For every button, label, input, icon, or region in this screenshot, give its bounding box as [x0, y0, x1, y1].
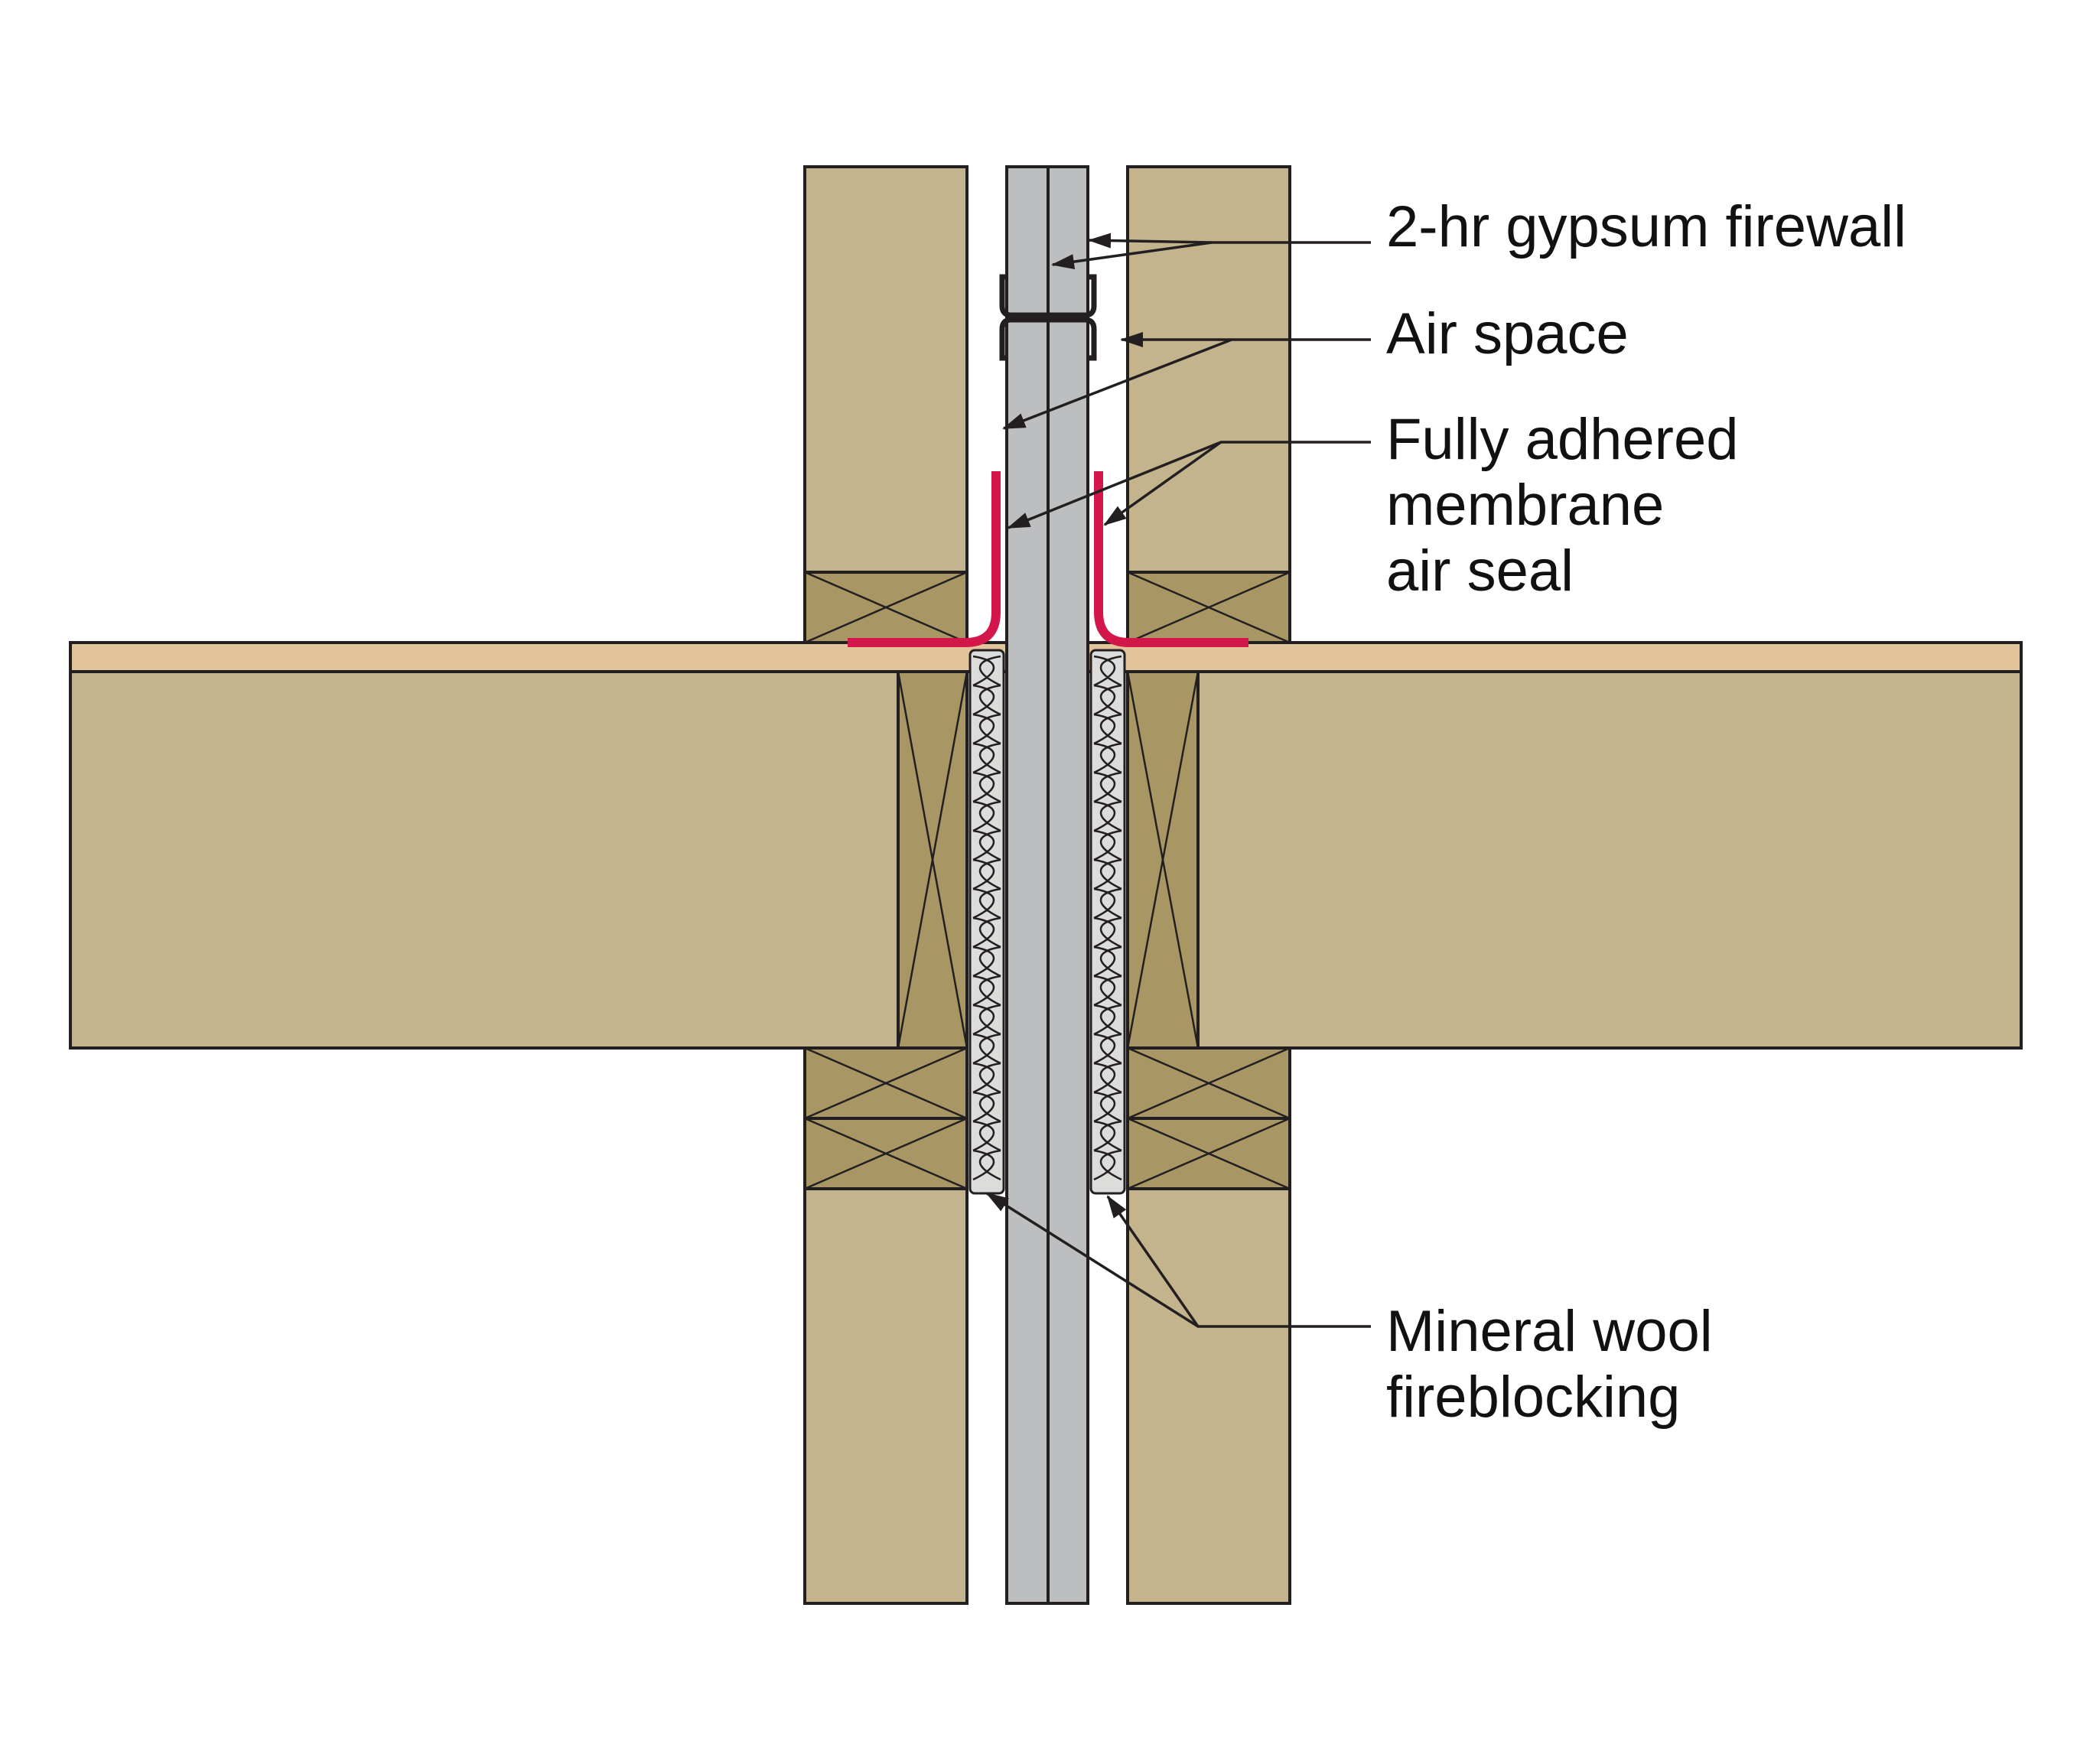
leader-membrane-2 — [1103, 441, 1222, 526]
leader-mineral-wool-2 — [1106, 1195, 1200, 1327]
right-wall-stud-lower — [1126, 1187, 1291, 1605]
left-top-plate — [803, 571, 968, 644]
label-membrane-line1: Fully adhered — [1386, 407, 1739, 472]
callout-labels: 2-hr gypsum firewall Air space Fully adh… — [1386, 194, 1906, 1430]
membrane-right — [1094, 471, 1248, 647]
mineral-wool-fireblocking — [968, 649, 1126, 1195]
label-mineral-wool-line1: Mineral wool — [1386, 1299, 1713, 1364]
left-wall-stud-lower — [803, 1187, 968, 1605]
mineral-wool-right-texture — [1093, 655, 1122, 1181]
membrane-air-seal — [848, 471, 1248, 647]
label-mineral-wool-line2: fireblocking — [1386, 1365, 1680, 1430]
gypsum-panel-right — [1047, 165, 1089, 1605]
floor-joist-left — [69, 670, 900, 1050]
leader-lines — [985, 233, 1371, 1328]
mineral-wool-left-texture — [972, 655, 1001, 1181]
label-membrane-line3: air seal — [1386, 539, 1574, 604]
gypsum-panel-left — [1005, 165, 1050, 1605]
right-bottom-plates — [1126, 1046, 1291, 1190]
right-top-plate — [1126, 571, 1291, 644]
floor-joist-right — [1196, 670, 2023, 1050]
membrane-left — [848, 471, 1001, 647]
wall-framing — [803, 165, 1291, 1605]
left-wall-stud-upper — [803, 165, 968, 574]
left-rim-joist — [897, 670, 968, 1050]
right-rim-joist — [1126, 670, 1200, 1050]
h-clip — [999, 274, 1097, 361]
label-gypsum-firewall: 2-hr gypsum firewall — [1386, 194, 1906, 259]
label-air-space: Air space — [1386, 301, 1629, 366]
gypsum-firewall — [999, 165, 1097, 1605]
label-membrane-line2: membrane — [1386, 473, 1664, 538]
leader-gypsum-firewall-2 — [1088, 233, 1213, 249]
left-bottom-plates — [803, 1046, 968, 1190]
